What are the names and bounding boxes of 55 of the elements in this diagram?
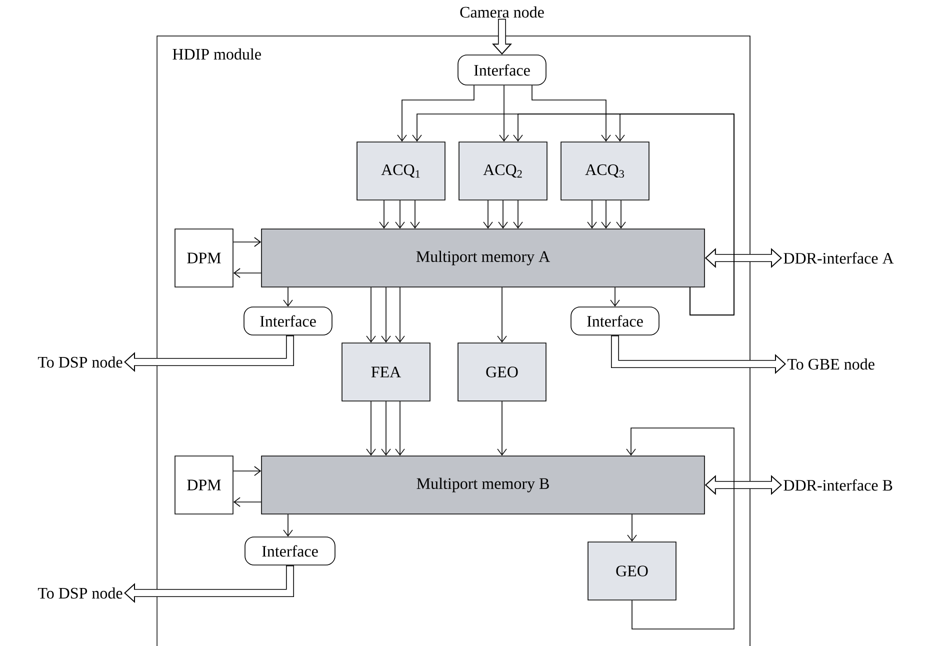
node-label: DDR-interface A — [784, 252, 894, 264]
arrow — [283, 514, 293, 537]
arrow — [397, 85, 474, 142]
arrow — [366, 287, 376, 343]
arrow — [395, 401, 405, 456]
arrow — [587, 200, 597, 229]
arrow — [395, 287, 405, 343]
interface-box: Interface — [570, 306, 660, 336]
arrow — [513, 200, 523, 229]
memory-box: Multiport memory B — [261, 456, 705, 514]
arrow — [627, 514, 637, 542]
arrow — [395, 200, 405, 229]
arrow — [626, 428, 734, 630]
arrow — [381, 287, 391, 343]
interface-box: Interface — [244, 306, 332, 336]
arrow — [283, 287, 293, 307]
arrow — [616, 200, 626, 229]
arrow — [498, 200, 508, 229]
wide-arrow — [611, 335, 786, 374]
node-label: To DSP node — [38, 356, 122, 368]
arrow — [610, 287, 620, 307]
arrow — [497, 401, 507, 456]
arrow — [532, 85, 611, 142]
arrow — [233, 268, 262, 278]
wide-arrow — [124, 565, 294, 603]
arrow — [410, 200, 420, 229]
node-label: To DSP node — [38, 587, 122, 599]
arrow — [499, 85, 509, 142]
node-label: DDR-interface B — [784, 479, 892, 491]
arrow — [497, 287, 507, 343]
process-box: DPM — [174, 456, 234, 514]
node-label: Camera node — [460, 6, 544, 18]
interface-box: Interface — [244, 536, 336, 566]
arrow — [483, 200, 493, 229]
arrow — [379, 200, 389, 229]
wide-arrow — [124, 335, 294, 372]
process-box: ACQ$_{2}$ — [458, 142, 548, 200]
process-box: DPM — [174, 228, 234, 288]
double-arrow — [704, 248, 782, 268]
memory-box: Multiport memory A — [261, 228, 705, 288]
double-arrow — [704, 475, 782, 495]
wide-arrow — [492, 18, 512, 55]
arrow — [381, 401, 391, 456]
process-box: ACQ$_{3}$ — [560, 142, 650, 200]
arrow — [366, 401, 376, 456]
arrow — [601, 200, 611, 229]
arrow — [233, 237, 262, 247]
arrow — [233, 466, 262, 476]
process-box: GEO — [588, 542, 676, 600]
process-box: ACQ$_{1}$ — [356, 142, 446, 200]
process-box: FEA — [342, 342, 430, 402]
node-label: To GBE node — [788, 358, 874, 370]
arrow — [233, 497, 262, 507]
arrow — [615, 114, 734, 316]
process-box: GEO — [458, 342, 546, 402]
